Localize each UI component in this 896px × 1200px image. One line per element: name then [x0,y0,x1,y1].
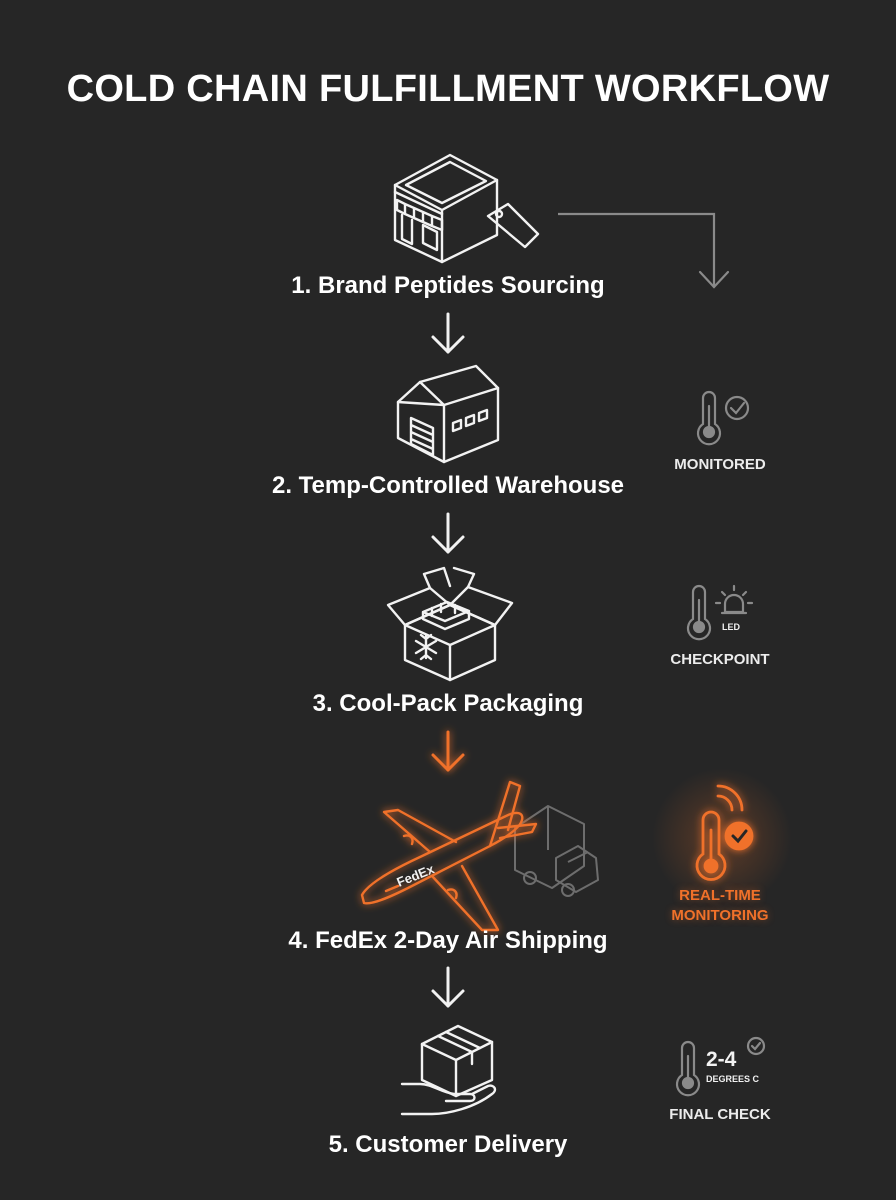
thermometer-range-icon [675,1036,766,1097]
page-title: COLD CHAIN FULFILLMENT WORKFLOW [66,68,830,110]
flow-arrow-highlight [431,730,465,772]
flow-arrow [431,512,465,554]
badge-monitored-label: MONITORED [674,456,766,473]
step-label-delivery: 5. Customer Delivery [328,1131,568,1158]
warehouse-icon [396,364,500,464]
badge-realtime-line1: REAL-TIME [679,887,761,904]
truck-icon [514,805,599,897]
step-label-warehouse: 2. Temp-Controlled Warehouse [271,472,625,499]
thermometer-check-icon [696,390,750,446]
monitoring-halo [652,768,792,908]
badge-realtime-line2: MONITORING [671,907,769,924]
temperature-unit: DEGREES C [706,1074,760,1084]
badge-final-check-label: FINAL CHECK [669,1106,771,1123]
temperature-range: 2-4 [706,1048,737,1071]
badge-checkpoint-label: CHECKPOINT [670,651,770,668]
side-connector-line [558,212,716,287]
hand-package-icon [400,1024,497,1116]
step-label-sourcing: 1. Brand Peptides Sourcing [291,272,605,299]
step-label-packaging: 3. Cool-Pack Packaging [312,690,584,717]
side-connector-arrowhead [698,270,730,289]
thermometer-led-icon [686,584,754,641]
airplane-icon [360,780,538,932]
step-label-shipping: 4. FedEx 2-Day Air Shipping [288,927,608,954]
flow-arrow [431,312,465,354]
thermometer-signal-icon [695,784,754,881]
flow-arrow [431,966,465,1008]
cool-pack-box-icon [386,566,514,682]
led-icon-text: LED [722,622,740,632]
storefront-icon [393,153,540,264]
